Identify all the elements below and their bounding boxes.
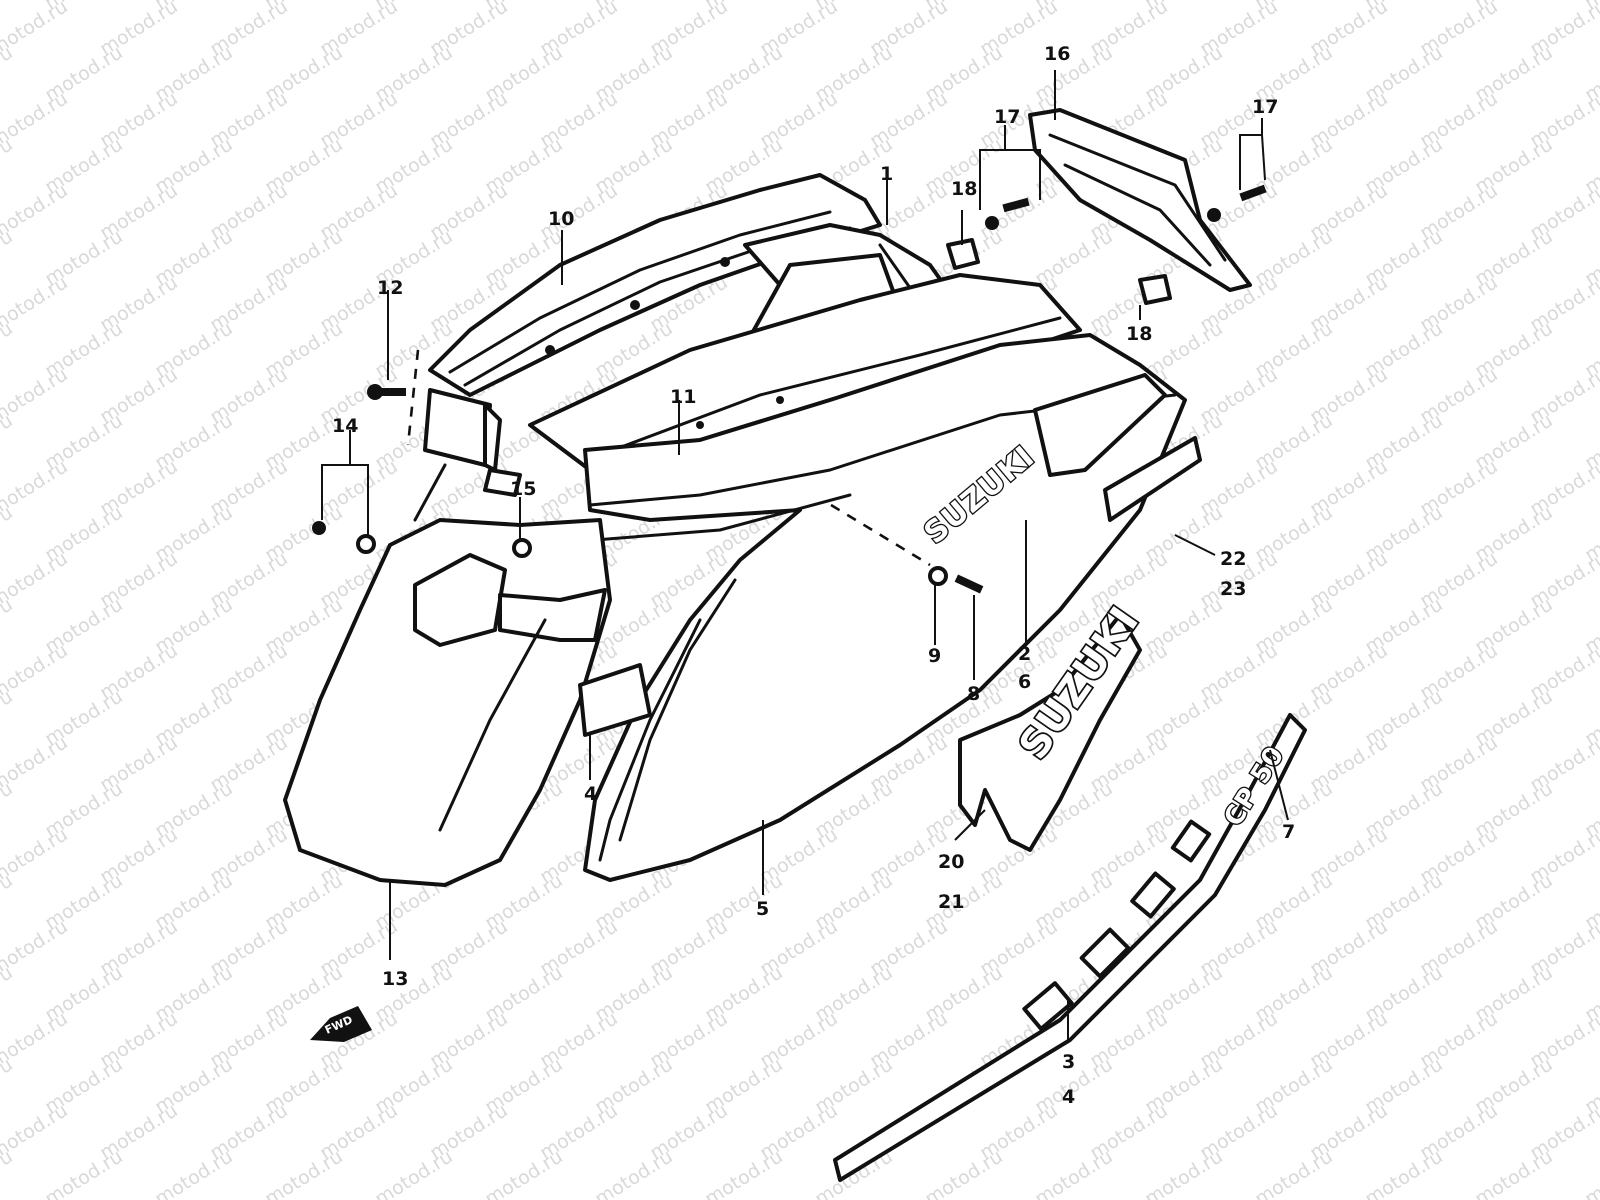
watermark-text: motod.ru (151, 1145, 237, 1200)
part-20-decal-sheet (958, 613, 1142, 852)
watermark-text: motod.ru (1251, 1145, 1337, 1200)
callout-3: 3 (1062, 1051, 1075, 1073)
watermark-text: motod.ru (1471, 1145, 1557, 1200)
watermark-text: motod.ru (591, 1145, 677, 1200)
callout-18: 18 (951, 178, 977, 200)
watermark-text: motod.ru (0, 961, 17, 1026)
watermark-text: motod.ru (0, 639, 72, 704)
callout-4: 4 (1062, 1086, 1075, 1108)
callout-14: 14 (332, 415, 358, 437)
watermark-text: motod.ru (0, 41, 17, 106)
callout-13: 13 (382, 968, 408, 990)
part-10-frame (428, 173, 882, 397)
watermark-text: motod.ru (0, 133, 17, 198)
callout-6: 6 (1018, 671, 1031, 693)
callout-16: 16 (1044, 43, 1070, 65)
watermark-text: motod.ru (0, 87, 72, 152)
part-3-side-stripe (833, 713, 1307, 1182)
watermark-text: motod.ru (1361, 1145, 1447, 1200)
watermark-text: motod.ru (0, 685, 17, 750)
callout-17: 17 (1252, 96, 1278, 118)
callout-20: 20 (938, 851, 964, 873)
callout-18: 18 (1126, 323, 1152, 345)
watermark-text: motod.ru (0, 179, 72, 244)
forward-direction-icon: FWD (310, 1006, 372, 1042)
callout-23: 23 (1220, 578, 1246, 600)
watermark-text: motod.ru (0, 317, 17, 382)
callout-labels: 1 2 3 4 4 5 6 7 8 9 10 11 12 13 14 15 16… (332, 43, 1295, 1108)
watermark-text: motod.ru (371, 1145, 457, 1200)
watermark-text: motod.ru (0, 777, 17, 842)
watermark-text: motod.ru (0, 593, 17, 658)
watermark-text: motod.ru (1141, 1145, 1227, 1200)
watermark-text: motod.ru (481, 1145, 567, 1200)
watermark-text: motod.ru (0, 823, 72, 888)
part-4-emblem (578, 663, 652, 737)
watermark-text: motod.ru (1031, 1145, 1117, 1200)
watermark-text: motod.ru (0, 1053, 17, 1118)
watermark-text: motod.ru (0, 0, 17, 14)
callout-15: 15 (510, 478, 536, 500)
leader-lines (321, 70, 1289, 1040)
part-22-stripe (1103, 436, 1202, 522)
watermark-text: motod.ru (1581, 1145, 1600, 1200)
callout-8: 8 (967, 683, 980, 705)
watermark-text: motod.ru (0, 1007, 72, 1072)
part-13-fender (283, 518, 612, 887)
callout-4: 4 (584, 783, 597, 805)
watermark-text: motod.ru (261, 1145, 347, 1200)
callout-2: 2 (1018, 643, 1031, 665)
watermark-text: motod.ru (0, 501, 17, 566)
callout-9: 9 (928, 645, 941, 667)
part-5-body-cover (583, 333, 1187, 882)
watermark-text: motod.ru (0, 271, 72, 336)
part-16-grille (1028, 108, 1252, 292)
watermark-text: motod.ru (0, 915, 72, 980)
watermark-text: motod.ru (0, 869, 17, 934)
mount-brackets (312, 184, 1267, 594)
callout-10: 10 (548, 208, 574, 230)
watermark-text: motod.ru (0, 547, 72, 612)
watermark-text: motod.ru (0, 225, 17, 290)
watermark-text: motod.ru (0, 363, 72, 428)
watermark-text: motod.ru (0, 731, 72, 796)
lamp-bracket (406, 349, 522, 522)
callout-7: 7 (1282, 821, 1295, 843)
watermark-text: motod.ru (921, 1145, 1007, 1200)
watermark-text: motod.ru (41, 1145, 127, 1200)
watermark-text: motod.ru (0, 409, 17, 474)
watermark-text: motod.ru (0, 1099, 72, 1164)
callout-17: 17 (994, 106, 1020, 128)
callout-11: 11 (670, 386, 696, 408)
watermark-text: motod.ru (0, 455, 72, 520)
callout-22: 22 (1220, 548, 1246, 570)
callout-1: 1 (880, 163, 893, 185)
callout-5: 5 (756, 898, 769, 920)
watermark-text: motod.ru (701, 1145, 787, 1200)
callout-12: 12 (377, 277, 403, 299)
callout-21: 21 (938, 891, 964, 913)
